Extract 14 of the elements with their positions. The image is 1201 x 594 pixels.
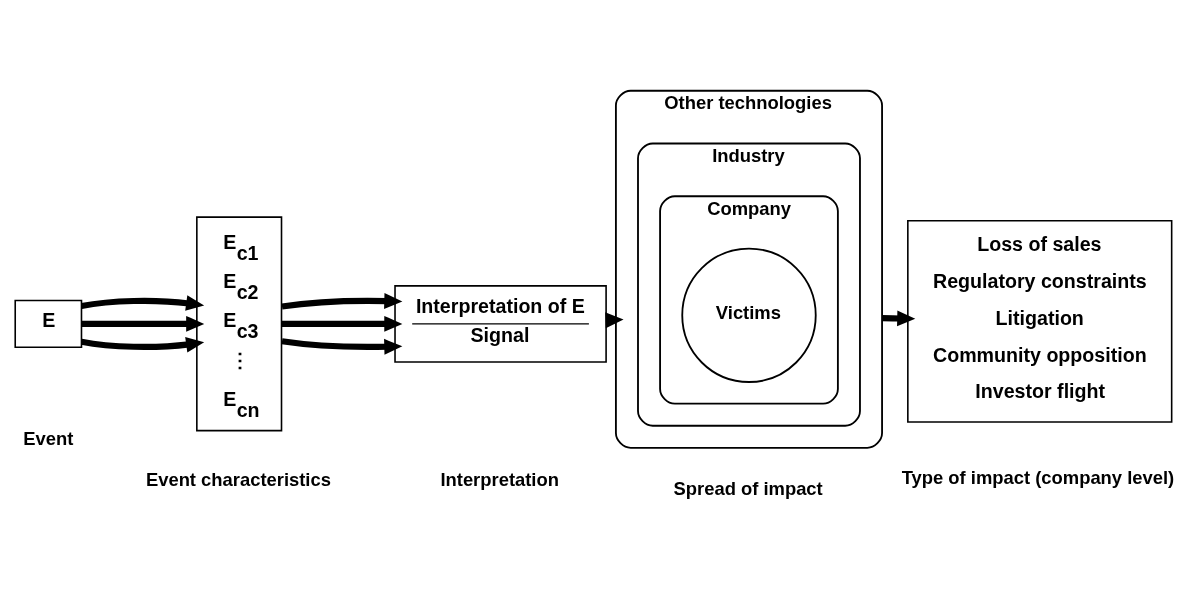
arrow [281,337,403,355]
label: Event [23,427,74,449]
arrow [81,336,205,353]
label: Event characteristics [145,468,331,490]
label: Spread of impact [673,477,823,499]
node-circle: Victims [681,247,817,383]
arrow [882,310,916,326]
arrow [81,294,205,311]
arrow [281,292,403,309]
label: Interpretation [440,468,559,490]
arrow [81,315,205,332]
label: Type of impact (company level) [901,466,1175,488]
node-box: E [14,299,83,348]
node-box: Loss of sales Regulatory constraints Litigation Community opposition Investor flight [907,219,1173,423]
